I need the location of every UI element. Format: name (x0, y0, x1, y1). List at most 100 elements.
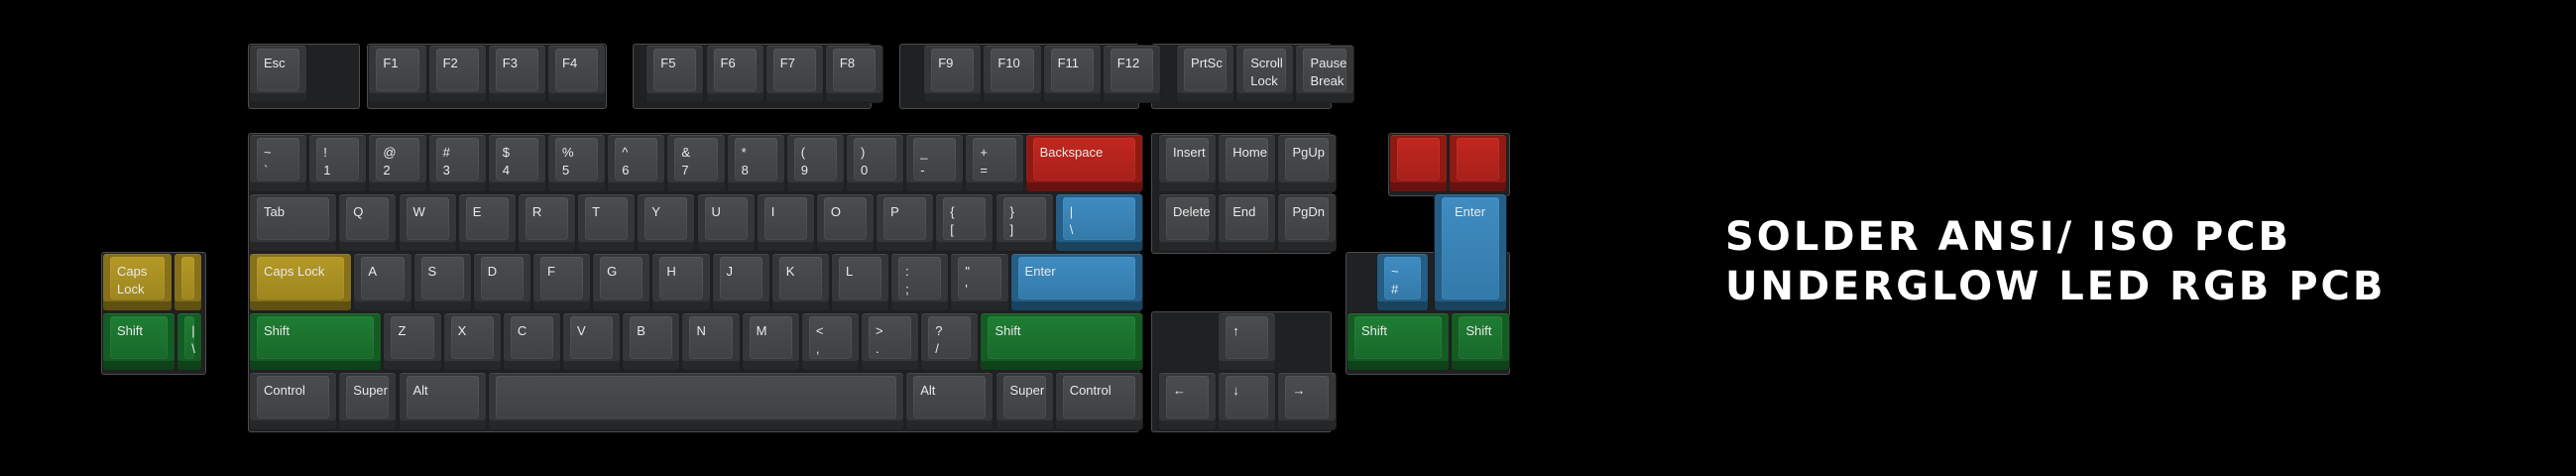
key-a[interactable]: A (353, 253, 412, 312)
key-split-backspace-right[interactable] (1449, 134, 1508, 193)
key-down[interactable]: ↓ (1218, 372, 1277, 431)
key-space[interactable] (487, 372, 905, 431)
key-b[interactable]: B (622, 312, 681, 372)
key-k1[interactable]: ! 1 (308, 134, 368, 193)
key-equal[interactable]: + = (965, 134, 1024, 193)
key-k4[interactable]: $ 4 (487, 134, 546, 193)
key-backslash[interactable]: | \ (1054, 193, 1143, 253)
key-f4[interactable]: F4 (547, 45, 607, 104)
key-k7[interactable]: & 7 (666, 134, 726, 193)
key-f1[interactable]: F1 (368, 45, 427, 104)
key-k9[interactable]: ( 9 (785, 134, 845, 193)
key-u[interactable]: U (696, 193, 756, 253)
key-o[interactable]: O (815, 193, 876, 253)
key-e[interactable]: E (457, 193, 517, 253)
key-left[interactable]: ← (1158, 372, 1218, 431)
key-scroll-lock[interactable]: Scroll Lock (1235, 45, 1295, 104)
key-c[interactable]: C (502, 312, 562, 372)
key-delete[interactable]: Delete (1158, 193, 1218, 253)
key-f7[interactable]: F7 (764, 45, 824, 104)
key-q[interactable]: Q (338, 193, 398, 253)
key-tilde[interactable]: ~ ` (249, 134, 308, 193)
key-pgup[interactable]: PgUp (1277, 134, 1337, 193)
key-k3[interactable]: # 3 (427, 134, 487, 193)
key-k5[interactable]: % 5 (547, 134, 607, 193)
key-alt-caps-lock[interactable]: Caps Lock (102, 253, 174, 312)
key-iso-shift[interactable]: Shift (102, 312, 176, 372)
key-i[interactable]: I (756, 193, 815, 253)
key-f9[interactable]: F9 (923, 45, 983, 104)
key-k[interactable]: K (770, 253, 830, 312)
key-right-super[interactable]: Super (995, 372, 1054, 431)
key-w[interactable]: W (398, 193, 457, 253)
key-esc[interactable]: Esc (249, 45, 308, 104)
key-up[interactable]: ↑ (1218, 312, 1277, 372)
key-tab[interactable]: Tab (249, 193, 338, 253)
key-slash[interactable]: ? / (920, 312, 980, 372)
key-split-shift-right[interactable]: Shift (1451, 312, 1510, 372)
key-z[interactable]: Z (383, 312, 442, 372)
key-f[interactable]: F (531, 253, 592, 312)
key-enter[interactable]: Enter (1009, 253, 1143, 312)
key-shift[interactable]: Shift (249, 312, 383, 372)
key-pause[interactable]: Pause Break (1295, 45, 1354, 104)
key-k8[interactable]: * 8 (726, 134, 785, 193)
key-super[interactable]: Super (338, 372, 398, 431)
key-l[interactable]: L (830, 253, 890, 312)
key-f5[interactable]: F5 (645, 45, 705, 104)
key-lbracket[interactable]: { [ (935, 193, 995, 253)
key-m[interactable]: M (741, 312, 800, 372)
key-y[interactable]: Y (637, 193, 696, 253)
key-f6[interactable]: F6 (705, 45, 764, 104)
key-control[interactable]: Control (249, 372, 338, 431)
key-f8[interactable]: F8 (824, 45, 884, 104)
key-right-control[interactable]: Control (1054, 372, 1143, 431)
key-right-alt[interactable]: Alt (905, 372, 995, 431)
key-f10[interactable]: F10 (983, 45, 1042, 104)
key-j[interactable]: J (711, 253, 770, 312)
key-split-backspace-left[interactable] (1389, 134, 1449, 193)
key-x[interactable]: X (442, 312, 502, 372)
key-legend: Enter (1455, 204, 1486, 219)
key-h[interactable]: H (651, 253, 711, 312)
key-n[interactable]: N (681, 312, 741, 372)
key-right[interactable]: → (1277, 372, 1337, 431)
key-alt[interactable]: Alt (398, 372, 487, 431)
key-k6[interactable]: ^ 6 (607, 134, 666, 193)
key-r[interactable]: R (517, 193, 577, 253)
key-f3[interactable]: F3 (487, 45, 546, 104)
key-end[interactable]: End (1218, 193, 1277, 253)
key-home[interactable]: Home (1218, 134, 1277, 193)
key-legend: A (368, 264, 378, 279)
key-iso-enter[interactable]: Enter (1434, 193, 1507, 311)
key-caps-lock[interactable]: Caps Lock (249, 253, 353, 312)
key-iso-hash[interactable]: ~ # (1376, 253, 1430, 312)
key-k0[interactable]: ) 0 (846, 134, 905, 193)
key-iso-pipe[interactable]: | \ (176, 312, 203, 372)
key-right-shift[interactable]: Shift (980, 312, 1143, 372)
key-g[interactable]: G (592, 253, 651, 312)
key-f12[interactable]: F12 (1102, 45, 1161, 104)
key-pgdn[interactable]: PgDn (1277, 193, 1337, 253)
key-k2[interactable]: @ 2 (368, 134, 427, 193)
key-comma[interactable]: < , (800, 312, 861, 372)
key-p[interactable]: P (876, 193, 935, 253)
key-s[interactable]: S (412, 253, 472, 312)
key-f11[interactable]: F11 (1042, 45, 1102, 104)
key-quote[interactable]: " ' (950, 253, 1009, 312)
key-f2[interactable]: F2 (427, 45, 487, 104)
key-minus[interactable]: _ - (905, 134, 965, 193)
key-insert[interactable]: Insert (1158, 134, 1218, 193)
keycap-top (539, 257, 584, 300)
key-d[interactable]: D (472, 253, 531, 312)
key-period[interactable]: > . (861, 312, 920, 372)
key-split-shift-left[interactable]: Shift (1347, 312, 1451, 372)
key-t[interactable]: T (577, 193, 637, 253)
key-alt-caps-small[interactable] (174, 253, 203, 312)
key-prtsc[interactable]: PrtSc (1176, 45, 1235, 104)
key-v[interactable]: V (562, 312, 622, 372)
key-legend: G (607, 264, 618, 279)
key-rbracket[interactable]: } ] (995, 193, 1054, 253)
key-backspace[interactable]: Backspace (1024, 134, 1143, 193)
key-semicolon[interactable]: : ; (890, 253, 950, 312)
